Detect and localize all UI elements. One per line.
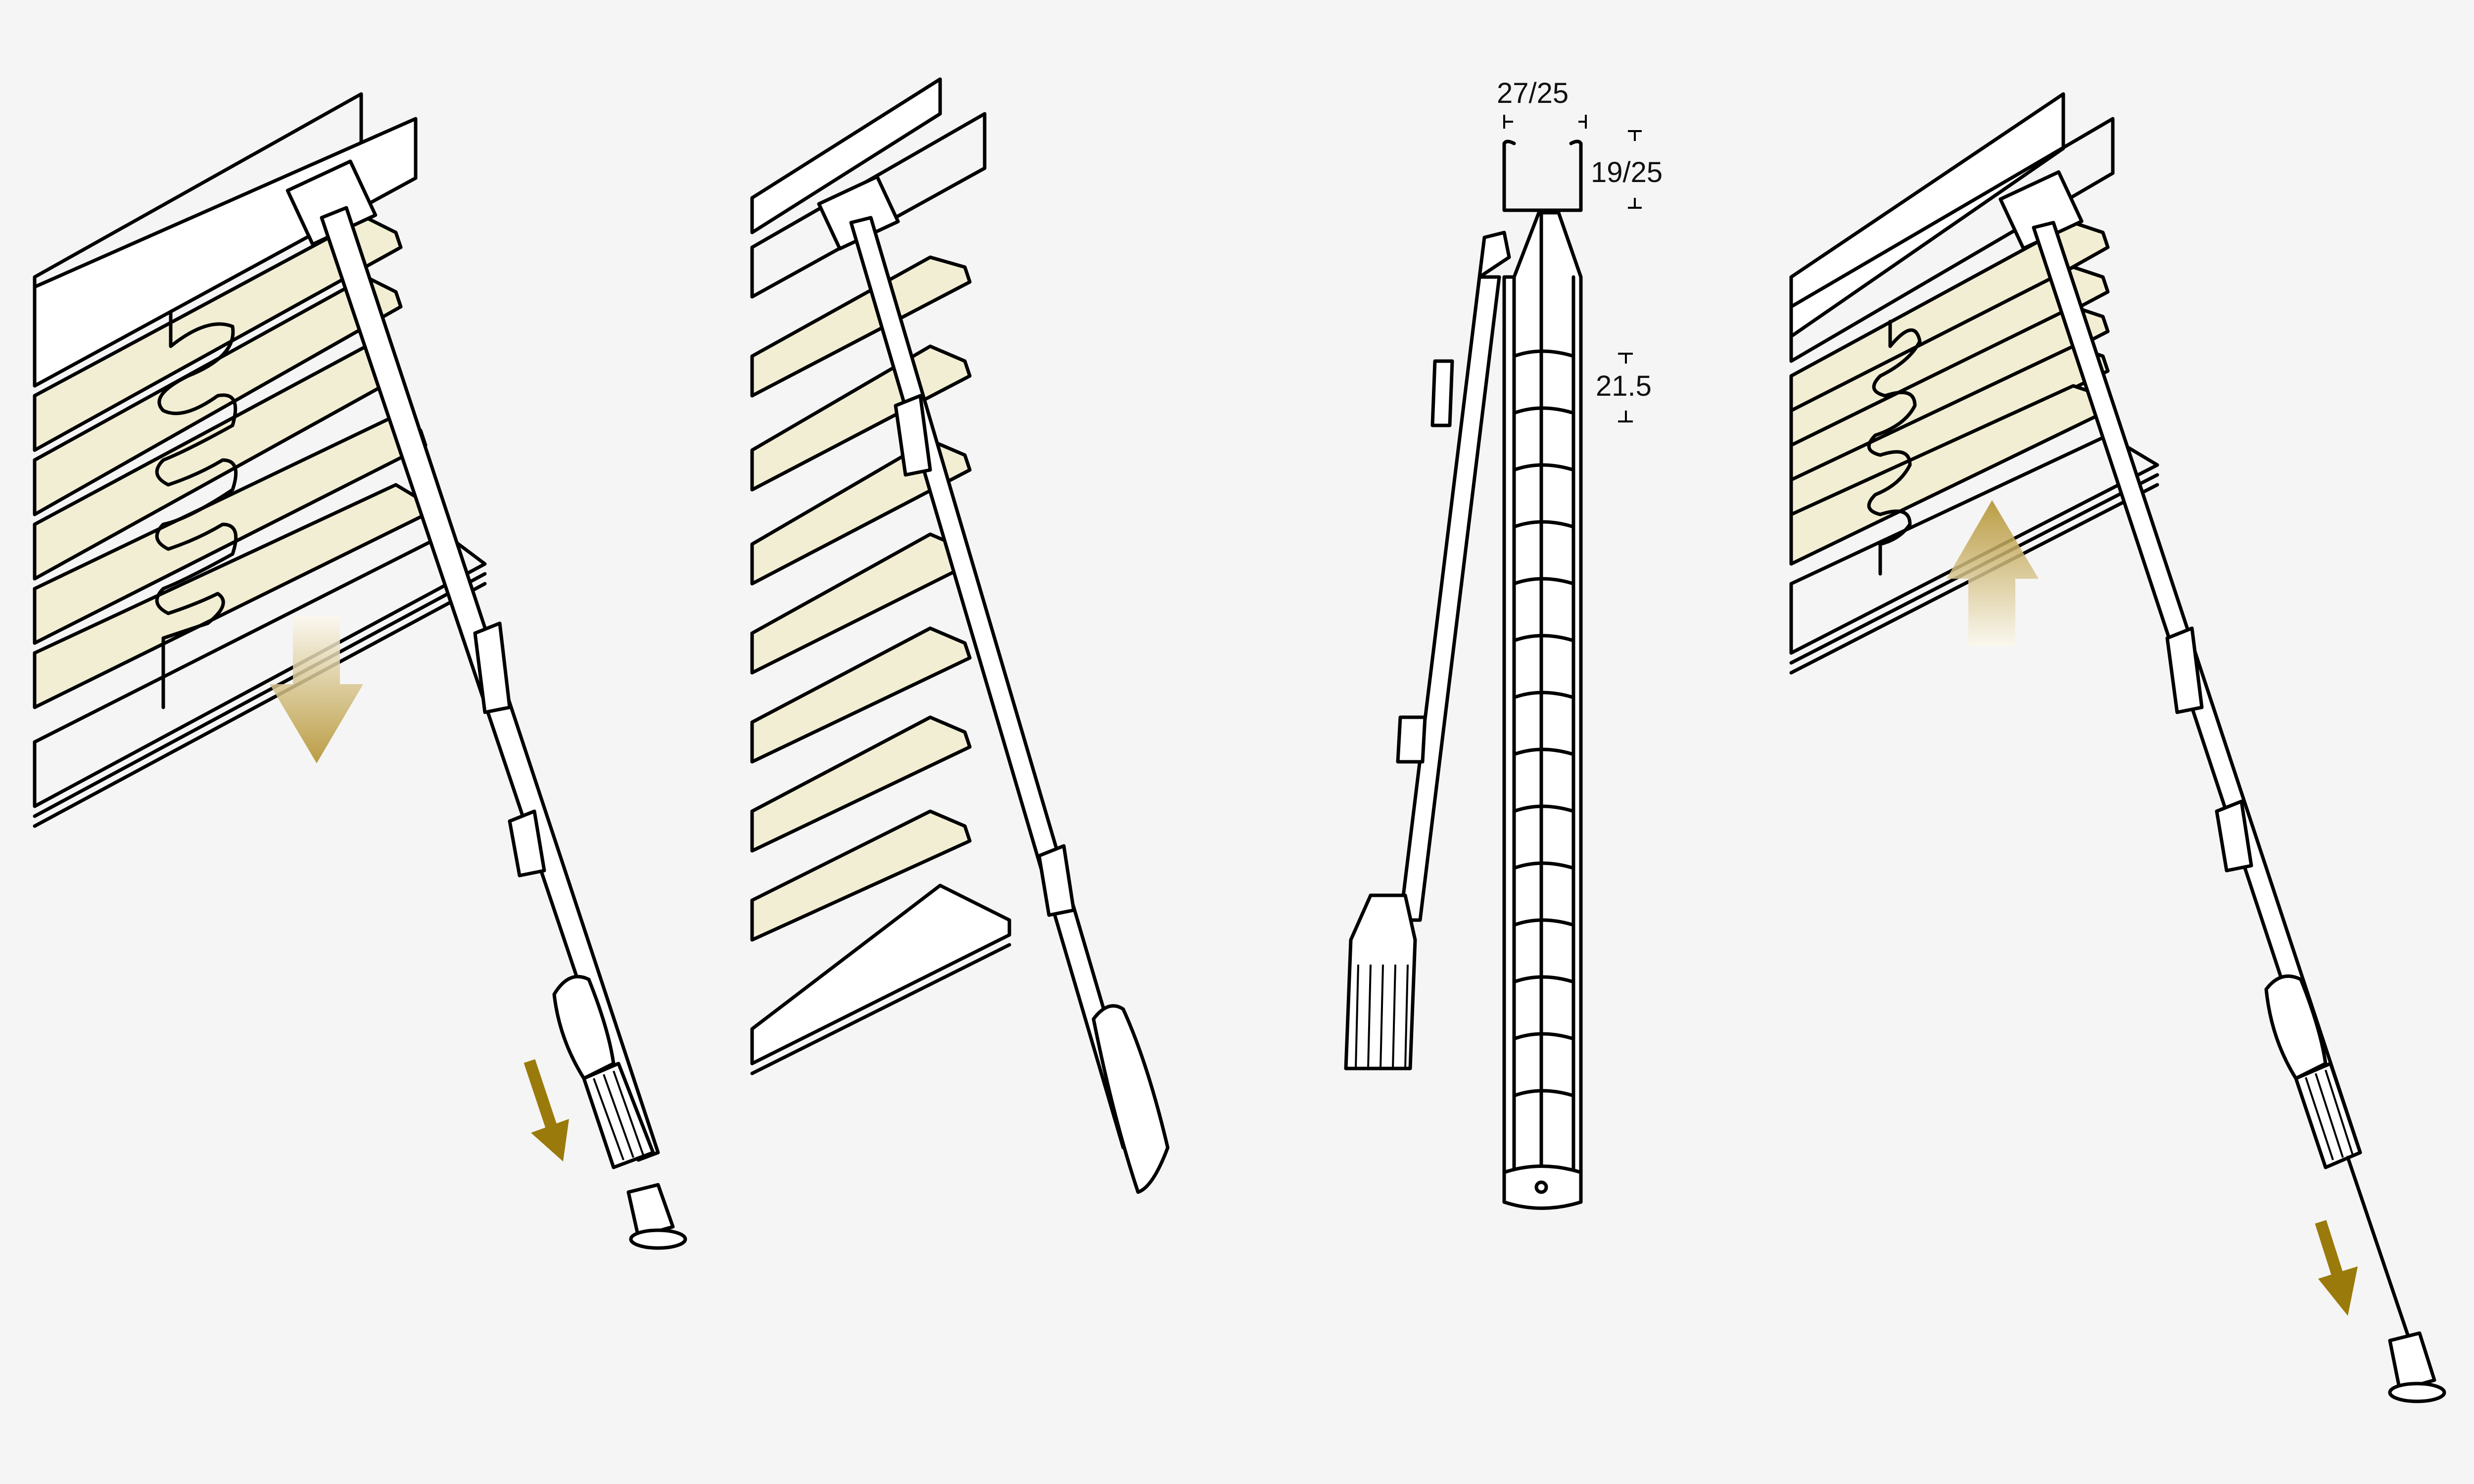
headrail-profile bbox=[1502, 139, 1583, 212]
slats bbox=[1789, 221, 2110, 566]
ladder-cord bbox=[1867, 320, 1922, 576]
panel-1 bbox=[33, 92, 687, 1250]
bottom-rail-up-arrow bbox=[1947, 500, 2039, 647]
cord-pull-down-arrow bbox=[2315, 1220, 2358, 1316]
ladder-cord bbox=[155, 310, 238, 709]
headrail-height-label: 19/25 bbox=[1591, 156, 1663, 188]
panel-2 bbox=[750, 77, 1170, 1194]
rung-spacing-label: 21.5 bbox=[1596, 370, 1652, 402]
headrail-width-label: 27/25 bbox=[1497, 77, 1569, 109]
ladder-rungs bbox=[1512, 349, 1575, 1098]
panel-4 bbox=[1789, 92, 2446, 1403]
bottom-rail-down-arrow bbox=[270, 616, 363, 763]
slats bbox=[750, 255, 972, 942]
width-dimension-ticks bbox=[1503, 115, 1642, 422]
panel-3: 27/25 19/25 21.5 bbox=[1344, 77, 1663, 1210]
wand-pull-down-arrow bbox=[523, 1059, 569, 1161]
